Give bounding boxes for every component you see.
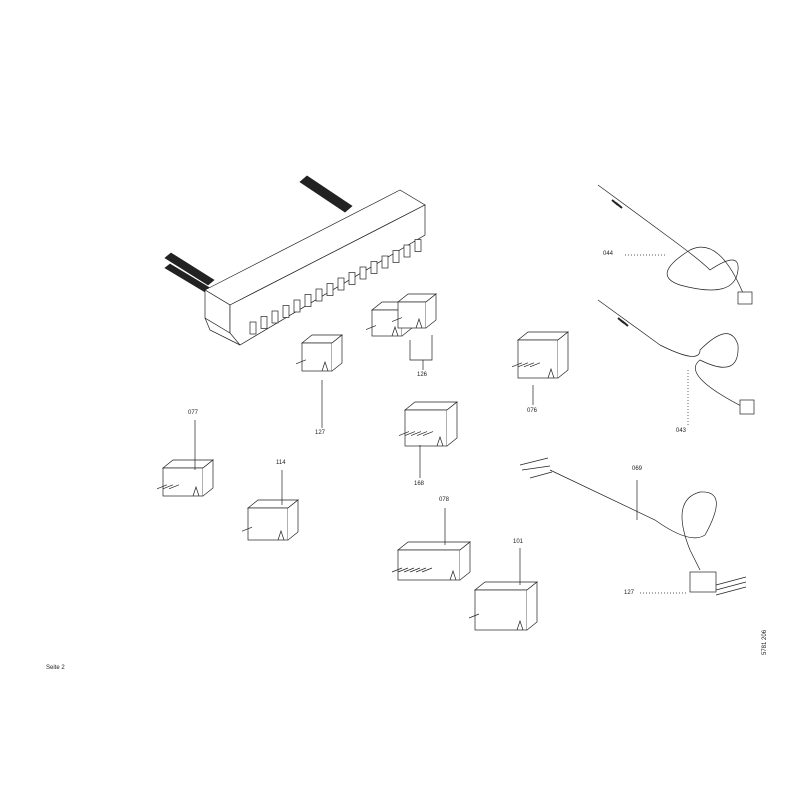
- leader-lines: [194, 335, 534, 585]
- label-044: 044: [603, 251, 614, 257]
- connector-076: [511, 331, 569, 379]
- label-077: 077: [188, 410, 199, 416]
- cable-044: [597, 184, 753, 305]
- connector-168: [398, 401, 458, 447]
- pin: [403, 244, 411, 258]
- pin: [326, 283, 334, 296]
- pin: [337, 277, 345, 291]
- pin: [381, 255, 389, 269]
- pin: [392, 250, 400, 263]
- cable-069: [519, 457, 747, 596]
- connector-078: [391, 541, 471, 581]
- label-101: 101: [513, 539, 524, 545]
- label-114: 114: [276, 460, 286, 466]
- distribution-block: [164, 175, 426, 346]
- label-168: 168: [414, 481, 425, 487]
- pin: [359, 266, 367, 280]
- connector-127: [295, 334, 343, 372]
- label-078: 078: [439, 497, 450, 503]
- cable-043: [597, 299, 755, 425]
- pin: [249, 321, 257, 335]
- label-126: 126: [417, 372, 428, 378]
- pin: [260, 316, 268, 329]
- pin: [282, 305, 290, 318]
- pin: [315, 288, 323, 302]
- pin: [348, 272, 356, 285]
- connector-101: [468, 581, 538, 631]
- pin: [271, 310, 279, 324]
- label-043: 043: [676, 428, 687, 434]
- label-127: 127: [315, 430, 326, 436]
- pin: [370, 261, 378, 274]
- connector-077: [156, 459, 214, 497]
- label-076: 076: [527, 408, 538, 414]
- connector-114: [241, 499, 299, 541]
- connector-126b: [391, 293, 437, 329]
- document-number: 5781 206: [762, 629, 768, 655]
- label-069: 069: [632, 466, 643, 472]
- page-label: Seite 2: [46, 665, 65, 671]
- label-127-cable: 127: [624, 590, 635, 596]
- pin: [293, 299, 301, 313]
- pin: [414, 239, 422, 252]
- pin: [304, 294, 312, 307]
